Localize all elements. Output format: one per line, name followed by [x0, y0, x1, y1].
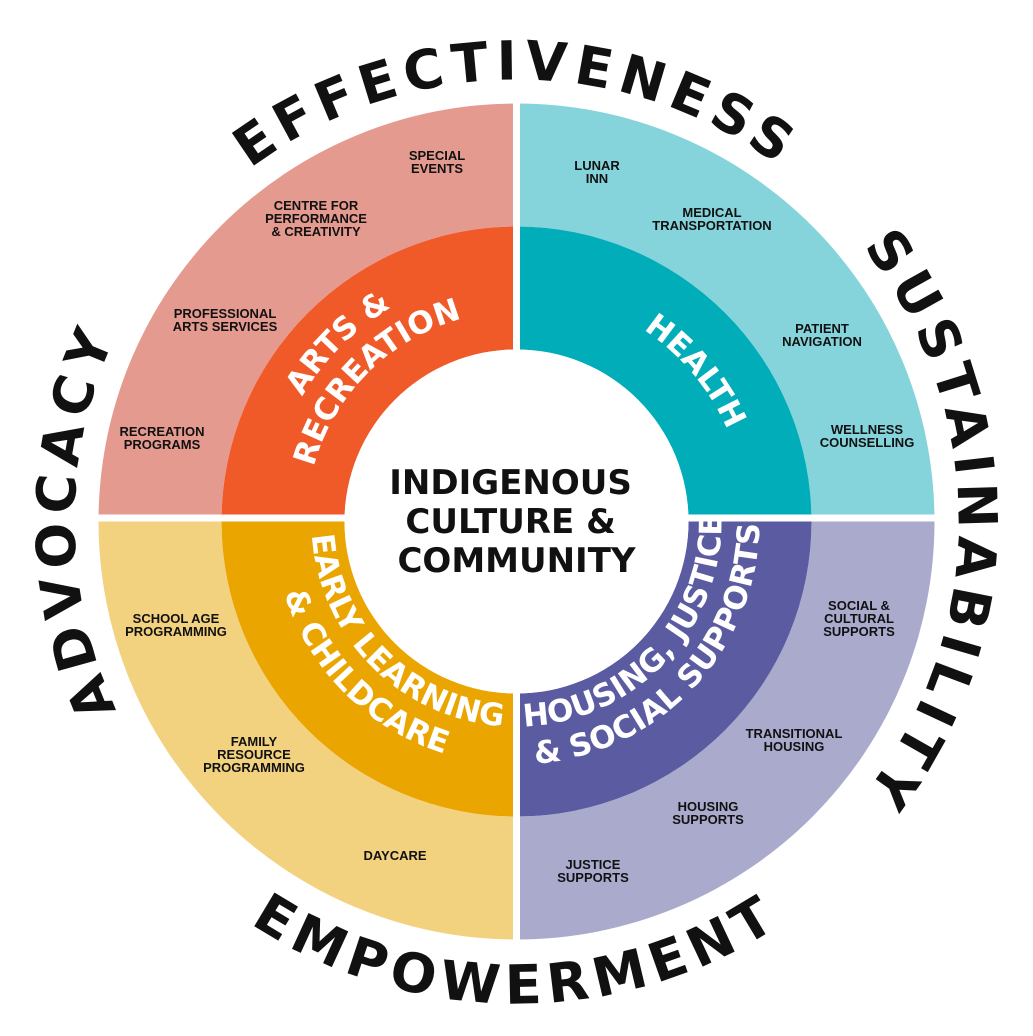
outer-segment-arts: [98, 103, 517, 522]
outer-segment-housing: [516, 521, 935, 940]
outer-segment-health: [516, 103, 935, 522]
inner-segment-housing: [516, 521, 812, 817]
outer-ring: [98, 103, 935, 940]
inner-segment-health: [516, 226, 812, 522]
center-title: INDIGENOUS CULTURE & COMMUNITY: [389, 463, 643, 581]
center-line-3: COMMUNITY: [397, 541, 635, 581]
inner-ring: [221, 226, 812, 817]
inner-segment-early: [221, 521, 517, 817]
center-line-1: INDIGENOUS: [389, 463, 632, 503]
center-circle: [344, 349, 689, 694]
inner-segment-arts: [221, 226, 517, 522]
dividers: [90, 95, 943, 948]
center-line-2: CULTURE &: [405, 502, 615, 542]
outer-segment-early: [98, 521, 517, 940]
service-label-early-3: DAYCARE: [363, 848, 426, 863]
